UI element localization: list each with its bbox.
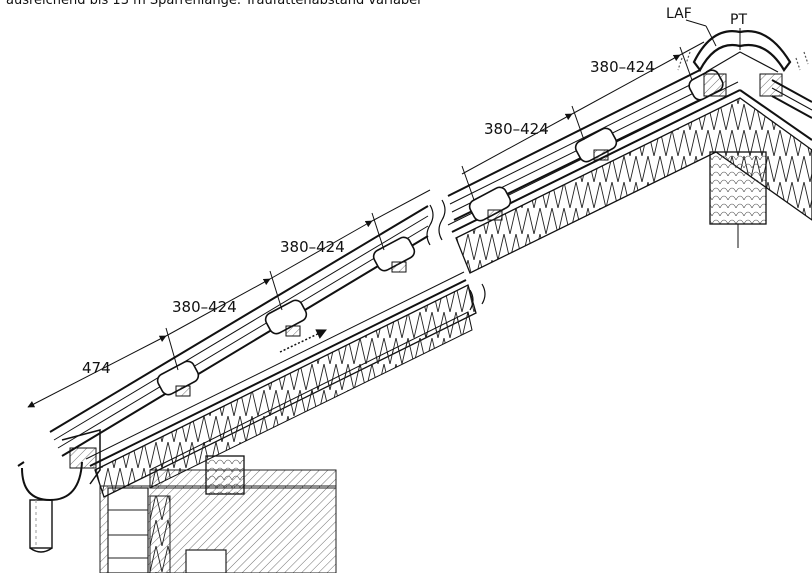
label-pt: PT [730, 12, 747, 28]
header-note: ausreichend bis 13 m Sparrenlänge. Trauf… [6, 0, 421, 8]
ridge-purlin [709, 151, 767, 248]
label-laf: LAF [666, 6, 692, 22]
tile-clip [264, 299, 308, 337]
ventilation-arrow [279, 329, 327, 353]
dimension-lines [27, 41, 705, 408]
dim-batten-spacing-4: 380–424 [590, 58, 655, 76]
dim-batten-spacing-3: 380–424 [484, 120, 549, 138]
rain-gutter [17, 429, 101, 553]
dim-eave-spacing: 474 [82, 359, 111, 377]
eave-timber [205, 455, 245, 495]
label-leaders [685, 19, 741, 50]
tile-clip [468, 186, 512, 222]
ridge-cap [677, 30, 809, 97]
tile-clip [574, 127, 618, 163]
dim-batten-spacing-2: 380–424 [280, 238, 345, 256]
tile-clip [372, 236, 416, 273]
dim-batten-spacing-1: 380–424 [172, 298, 237, 316]
rafter-insulation-lower [85, 271, 477, 498]
roof-right-slope [771, 79, 812, 119]
section-break [426, 199, 486, 311]
